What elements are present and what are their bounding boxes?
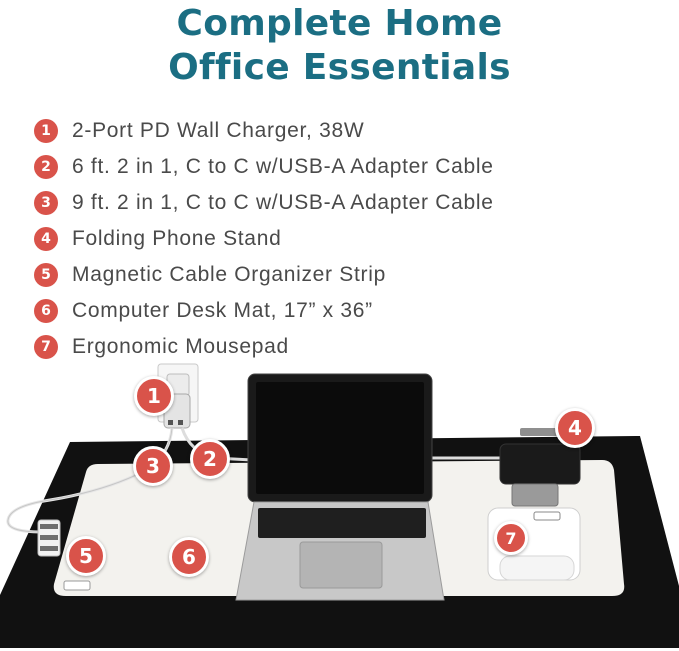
badge-desk-mat: 6 (169, 537, 209, 577)
badge-organizer: 5 (66, 536, 106, 576)
item-number-badge: 2 (34, 155, 58, 179)
title-line-2: Office Essentials (168, 47, 511, 88)
item-label: Computer Desk Mat, 17” x 36” (72, 299, 373, 322)
list-item: 7 Ergonomic Mousepad (34, 329, 494, 365)
product-list: 1 2-Port PD Wall Charger, 38W 2 6 ft. 2 … (34, 113, 494, 365)
item-label: Ergonomic Mousepad (72, 335, 289, 358)
item-number-badge: 1 (34, 119, 58, 143)
desk-setup-illustration: 1 2 3 4 5 6 7 (0, 360, 679, 651)
item-label: 2-Port PD Wall Charger, 38W (72, 119, 365, 142)
mat-logo-tag (63, 580, 91, 591)
badge-phone-stand: 4 (555, 408, 595, 448)
list-item: 6 Computer Desk Mat, 17” x 36” (34, 293, 494, 329)
badge-mousepad: 7 (494, 521, 528, 555)
badge-cable-6ft: 2 (190, 439, 230, 479)
badge-charger: 1 (134, 376, 174, 416)
mousepad-logo-tag (533, 511, 561, 521)
laptop-keyboard (258, 508, 426, 538)
item-label: Magnetic Cable Organizer Strip (72, 263, 386, 286)
badge-cable-9ft: 3 (133, 446, 173, 486)
phone (499, 443, 581, 485)
list-item: 5 Magnetic Cable Organizer Strip (34, 257, 494, 293)
item-number-badge: 6 (34, 299, 58, 323)
item-number-badge: 7 (34, 335, 58, 359)
phone-stand-base (511, 483, 559, 507)
item-label: Folding Phone Stand (72, 227, 282, 250)
desk-scene-graphic (0, 363, 679, 648)
item-label: 6 ft. 2 in 1, C to C w/USB-A Adapter Cab… (72, 155, 494, 178)
list-item: 1 2-Port PD Wall Charger, 38W (34, 113, 494, 149)
list-item: 4 Folding Phone Stand (34, 221, 494, 257)
laptop-trackpad (299, 541, 383, 589)
list-item: 3 9 ft. 2 in 1, C to C w/USB-A Adapter C… (34, 185, 494, 221)
item-label: 9 ft. 2 in 1, C to C w/USB-A Adapter Cab… (72, 191, 494, 214)
page-title: Complete Home Office Essentials (0, 2, 679, 90)
item-number-badge: 5 (34, 263, 58, 287)
title-line-1: Complete Home (176, 3, 503, 44)
mousepad-wrist-rest (499, 555, 575, 581)
item-number-badge: 3 (34, 191, 58, 215)
item-number-badge: 4 (34, 227, 58, 251)
list-item: 2 6 ft. 2 in 1, C to C w/USB-A Adapter C… (34, 149, 494, 185)
